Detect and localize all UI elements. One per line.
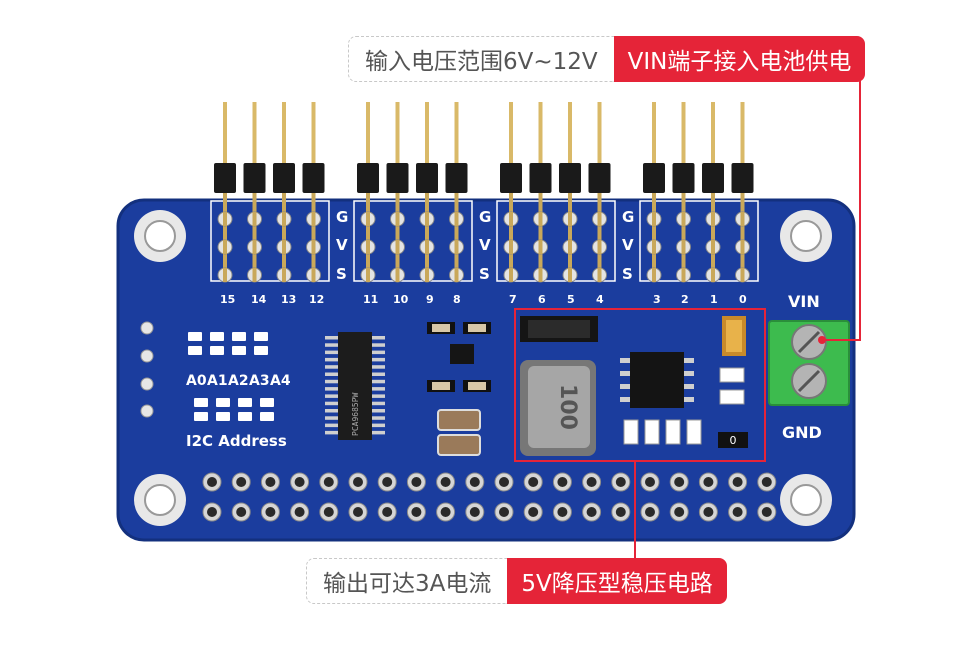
svg-text:3: 3 (653, 293, 661, 306)
svg-text:G: G (622, 208, 634, 226)
svg-text:15: 15 (220, 293, 235, 306)
header-housing (500, 163, 522, 193)
svg-text:10: 10 (393, 293, 409, 306)
svg-text:13: 13 (281, 293, 296, 306)
vin-label: VIN (788, 292, 820, 311)
header-housing (702, 163, 724, 193)
callout-bottom-highlight: 5V降压型稳压电路 (507, 558, 727, 604)
svg-text:7: 7 (509, 293, 517, 306)
addr-a2: A2 (228, 373, 249, 389)
header-housing (386, 163, 409, 193)
gnd-label: GND (782, 423, 822, 442)
header-housing (445, 163, 468, 193)
addr-a1: A1 (207, 373, 228, 389)
side-pads (140, 321, 154, 418)
svg-text:12: 12 (309, 293, 324, 306)
header-housing (357, 163, 379, 193)
addr-a4: A4 (270, 373, 291, 389)
zero-ohm-marking: 0 (730, 434, 737, 447)
pcb-board (118, 200, 854, 540)
header-housing (273, 163, 295, 193)
svg-text:S: S (479, 265, 490, 283)
callout-bottom-plain: 输出可达3A电流 (306, 558, 508, 604)
row-labels: G V S G V S G V S (336, 208, 634, 283)
callout-top-highlight: VIN端子接入电池供电 (613, 36, 866, 82)
pin-numbers: 15 14 13 12 11 10 9 8 7 6 5 4 3 2 1 0 (220, 293, 747, 306)
regulator-circuit: 100 0 (514, 308, 766, 462)
row-label-v: V (336, 236, 348, 254)
header-housing (672, 163, 695, 193)
screw-terminal: VIN GND (768, 292, 850, 442)
gpio-header (202, 472, 777, 522)
svg-text:2: 2 (681, 293, 689, 306)
svg-text:G: G (479, 208, 491, 226)
svg-text:11: 11 (363, 293, 378, 306)
header-housing (243, 163, 266, 193)
header-housing (731, 163, 754, 193)
svg-text:S: S (622, 265, 633, 283)
address-jumpers: A0 A1 A2 A3 A4 I2C Address (186, 332, 291, 450)
row-label-g: G (336, 208, 348, 226)
servo-headers (210, 102, 759, 283)
header-housing (529, 163, 552, 193)
svg-text:6: 6 (538, 293, 546, 306)
header-housing (588, 163, 611, 193)
callout-lines (634, 80, 861, 558)
callout-input-voltage: 输入电压范围6V~12V VIN端子接入电池供电 (348, 36, 866, 82)
svg-text:1: 1 (710, 293, 718, 306)
header-housing (416, 163, 438, 193)
regulator-highlight-box (514, 308, 766, 462)
row-label-s: S (336, 265, 347, 283)
header-housing (302, 163, 325, 193)
callout-output-current: 输出可达3A电流 5V降压型稳压电路 (306, 558, 727, 604)
header-housing (643, 163, 665, 193)
header-housing (214, 163, 236, 193)
svg-text:5: 5 (567, 293, 575, 306)
addr-a0: A0 (186, 373, 207, 389)
mounting-holes (134, 210, 832, 526)
header-housing (559, 163, 581, 193)
pwm-driver-ic: PCA9685PW (325, 332, 385, 440)
callout-top-plain: 输入电压范围6V~12V (348, 36, 614, 82)
svg-text:8: 8 (453, 293, 461, 306)
svg-text:9: 9 (426, 293, 434, 306)
i2c-address-label: I2C Address (186, 432, 287, 450)
svg-text:V: V (622, 236, 634, 254)
svg-text:PCA9685PW: PCA9685PW (351, 392, 360, 436)
svg-text:4: 4 (596, 293, 604, 306)
svg-text:14: 14 (251, 293, 267, 306)
passive-components (427, 322, 491, 456)
inductor-marking: 100 (555, 384, 580, 430)
svg-text:V: V (479, 236, 491, 254)
svg-text:0: 0 (739, 293, 747, 306)
addr-a3: A3 (249, 373, 270, 389)
